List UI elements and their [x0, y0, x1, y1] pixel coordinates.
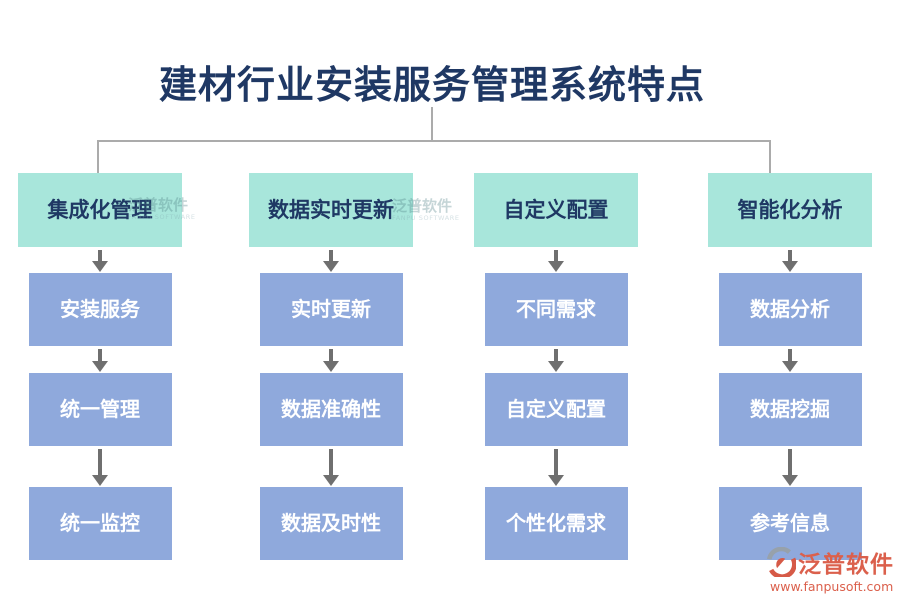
header-node: 数据实时更新 — [249, 173, 413, 247]
arrow-down-icon — [92, 346, 108, 373]
arrow-head — [548, 475, 564, 486]
connector-right-drop — [769, 140, 771, 173]
arrow-down-icon — [548, 346, 564, 373]
arrow-down-icon — [782, 247, 798, 273]
arrow-stem — [329, 250, 333, 261]
flow-node: 实时更新 — [259, 273, 403, 346]
flow-node: 安装服务 — [28, 273, 172, 346]
brand-url: www.fanpusoft.com — [770, 579, 894, 594]
flow-node: 个性化需求 — [484, 487, 628, 560]
header-node: 智能化分析 — [708, 173, 872, 247]
brand-logo-row: 泛普软件 — [766, 545, 896, 579]
arrow-head — [548, 261, 564, 272]
arrow-head — [323, 261, 339, 272]
flow-node: 数据及时性 — [259, 487, 403, 560]
flow-node: 参考信息 — [718, 487, 862, 560]
column-custom-config: 自定义配置 不同需求 自定义配置 个性化需求 — [466, 173, 646, 560]
header-node: 集成化管理 — [18, 173, 182, 247]
connector-horizontal-line — [97, 140, 771, 142]
arrow-down-icon — [548, 247, 564, 273]
flow-node: 统一管理 — [28, 373, 172, 446]
arrow-head — [782, 475, 798, 486]
connector-title-stem — [431, 107, 433, 141]
arrow-stem — [554, 250, 558, 261]
arrow-head — [548, 361, 564, 372]
arrow-head — [92, 361, 108, 372]
brand-name: 泛普软件 — [798, 552, 894, 578]
column-intelligent-analysis: 智能化分析 数据分析 数据挖掘 参考信息 — [700, 173, 880, 560]
arrow-stem — [329, 449, 333, 475]
arrow-head — [92, 261, 108, 272]
flow-node: 数据准确性 — [259, 373, 403, 446]
flow-node: 不同需求 — [484, 273, 628, 346]
arrow-stem — [98, 349, 102, 361]
arrow-head — [92, 475, 108, 486]
arrow-down-icon — [323, 446, 339, 487]
connector-left-drop — [97, 140, 99, 173]
arrow-down-icon — [92, 247, 108, 273]
arrow-stem — [788, 250, 792, 261]
arrow-down-icon — [323, 346, 339, 373]
diagram-title: 建材行业安装服务管理系统特点 — [158, 63, 705, 107]
flow-node: 数据分析 — [718, 273, 862, 346]
arrow-down-icon — [548, 446, 564, 487]
arrow-head — [323, 475, 339, 486]
arrow-down-icon — [92, 446, 108, 487]
fanpu-swirl-icon — [766, 546, 797, 579]
arrow-head — [323, 361, 339, 372]
flow-node: 统一监控 — [28, 487, 172, 560]
flow-node: 数据挖掘 — [718, 373, 862, 446]
arrow-down-icon — [782, 446, 798, 487]
arrow-stem — [788, 449, 792, 475]
arrow-stem — [98, 250, 102, 261]
brand-logo: 泛普软件 www.fanpusoft.com — [766, 545, 896, 594]
arrow-stem — [98, 449, 102, 475]
arrow-head — [782, 261, 798, 272]
arrow-stem — [329, 349, 333, 361]
arrow-down-icon — [323, 247, 339, 273]
arrow-stem — [554, 349, 558, 361]
arrow-down-icon — [782, 346, 798, 373]
arrow-stem — [554, 449, 558, 475]
flow-node: 自定义配置 — [484, 373, 628, 446]
column-integrated-management: 集成化管理 安装服务 统一管理 统一监控 — [10, 173, 190, 560]
arrow-stem — [788, 349, 792, 361]
arrow-head — [782, 361, 798, 372]
header-node: 自定义配置 — [474, 173, 638, 247]
column-realtime-data: 数据实时更新 实时更新 数据准确性 数据及时性 — [241, 173, 421, 560]
